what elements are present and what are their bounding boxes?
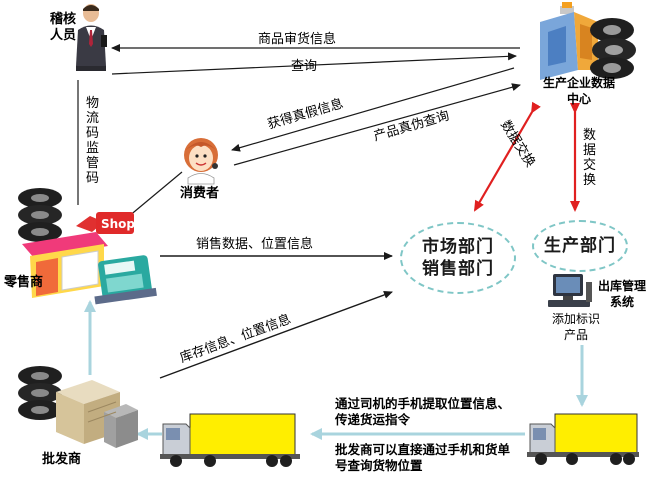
wholesaler-query-line2: 号查询货物位置: [335, 458, 423, 473]
outbound-system-line2: 系统: [609, 295, 634, 309]
edge-goods-audit: 商品审货信息: [258, 32, 337, 47]
arrow-get-authenticity: [231, 67, 515, 152]
driver-info-line1: 通过司机的手机提取位置信息、: [335, 396, 511, 411]
edge-logistics-code: 物流码监管码: [85, 96, 99, 186]
retailer-label: 零售商: [4, 275, 44, 290]
data-center-label: 生产企业数据 中心: [522, 75, 636, 107]
tagging-line1: 添加标识: [551, 312, 600, 326]
edge-wholesaler-query: 批发商可以直接通过手机和货单 号查询货物位置: [335, 442, 510, 474]
data-center-label-line2: 中心: [566, 92, 591, 106]
edge-sales-data: 销售数据、位置信息: [196, 237, 314, 252]
computer-icon: [548, 274, 592, 307]
tagging-label: 添加标识 产品: [548, 311, 604, 343]
edge-query: 查询: [291, 59, 318, 74]
consumer-label: 消费者: [180, 186, 220, 201]
data-center-label-line1: 生产企业数据: [542, 76, 615, 90]
retailer-shop-icon: [18, 188, 157, 305]
driver-info-line2: 传递货运指令: [335, 412, 411, 427]
truck-left-icon: [160, 413, 300, 467]
edge-driver-info: 通过司机的手机提取位置信息、 传递货运指令: [335, 396, 510, 428]
market-sales-dept: 市场部门 销售部门: [400, 222, 516, 294]
arrow-product-check: [233, 83, 521, 166]
wholesaler-icon: [18, 366, 138, 448]
outbound-system-line1: 出库管理: [597, 279, 646, 293]
arrow-data-exchange-market: [473, 101, 541, 212]
arrow-inventory-info: [159, 291, 393, 379]
data-center-icon: [540, 2, 636, 80]
outbound-system-label: 出库管理 系统: [592, 278, 652, 310]
auditor-icon: [76, 4, 107, 71]
production-dept: 生产部门: [532, 220, 628, 272]
wholesaler-query-line1: 批发商可以直接通过手机和货单: [335, 442, 511, 457]
market-dept-line1: 市场部门: [422, 237, 494, 257]
wholesaler-label: 批发商: [42, 452, 82, 467]
sales-dept-line2: 销售部门: [422, 259, 494, 279]
truck-right-icon: [527, 413, 639, 465]
arrow-query: [111, 52, 517, 75]
production-dept-label: 生产部门: [544, 236, 616, 256]
auditor-label: 稽核人员: [49, 12, 76, 43]
tagging-line2: 产品: [563, 328, 588, 342]
edge-data-exchange-right: 数据交换: [582, 128, 596, 188]
consumer-icon: [184, 138, 218, 185]
shop-sign-text: Shop: [101, 217, 136, 231]
